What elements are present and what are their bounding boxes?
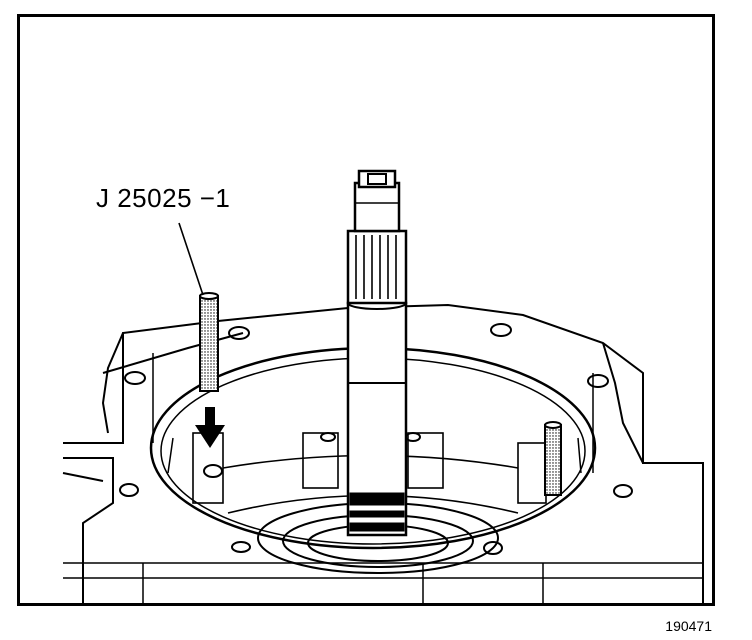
guide-pin [199, 292, 219, 392]
installed-guide-pin [544, 421, 562, 496]
callout-leader [178, 222, 204, 296]
bolt-holes [119, 323, 633, 555]
transmission-case-illustration [62, 169, 704, 603]
input-shaft [346, 169, 408, 537]
illustration-frame [17, 14, 715, 606]
figure-number: 190471 [665, 618, 712, 634]
down-arrow-icon [195, 407, 225, 448]
tool-callout-label: J 25025 −1 [96, 183, 231, 213]
